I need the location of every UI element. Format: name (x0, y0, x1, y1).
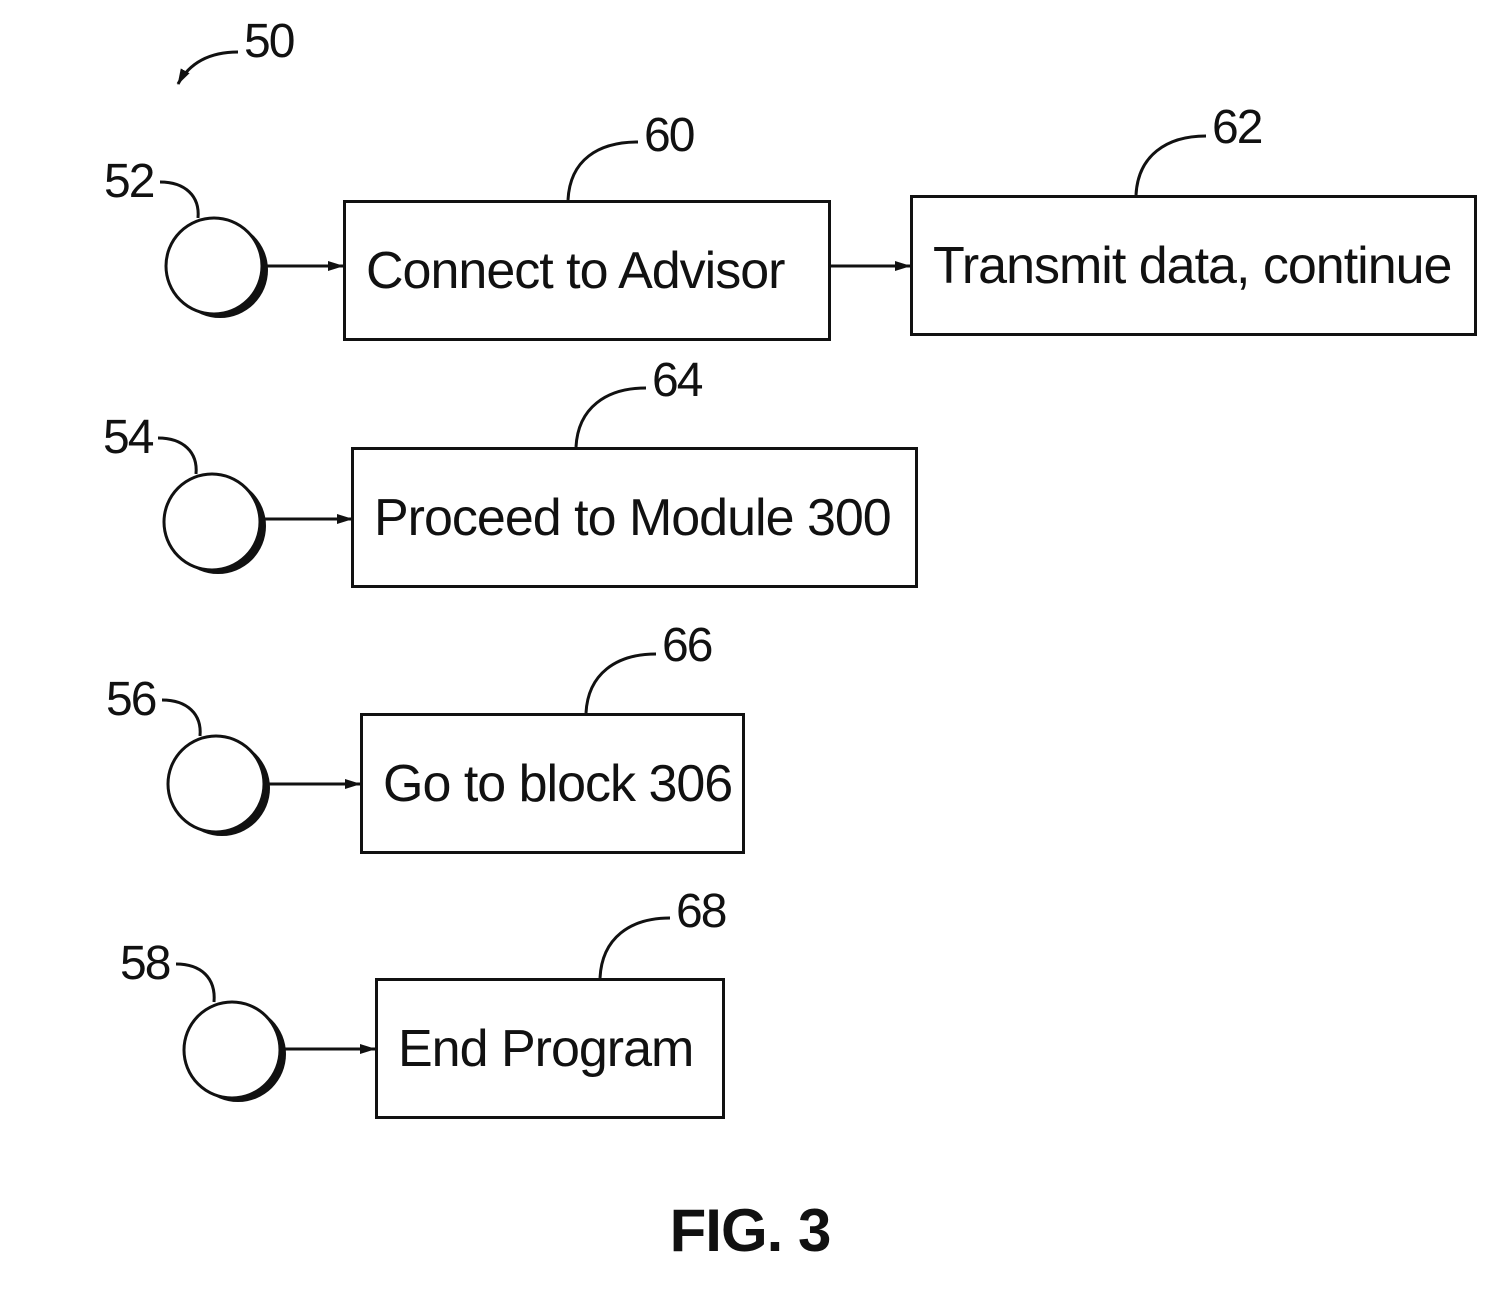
leader-58 (175, 962, 216, 1003)
leader-52 (159, 180, 200, 219)
block-transmit-data: Transmit data, continue (910, 195, 1477, 336)
connector-ref-label: 56 (106, 673, 157, 726)
block-label: End Program (398, 1019, 694, 1078)
figure-caption: FIG. 3 (669, 1197, 832, 1264)
block-proceed-to-module: Proceed to Module 300 (351, 447, 918, 588)
figure-ref-label: 50 (244, 15, 295, 68)
figure-ref-leader (176, 50, 239, 85)
leader-64 (574, 386, 647, 448)
block-label: Go to block 306 (383, 754, 733, 813)
block-connect-to-advisor: Connect to Advisor (343, 200, 831, 341)
connector-54 (162, 472, 266, 574)
connector-52 (164, 216, 268, 318)
block-label: Proceed to Module 300 (374, 488, 892, 547)
block-ref-label: 62 (1212, 101, 1263, 154)
block-label: Connect to Advisor (366, 241, 785, 300)
block-label: Transmit data, continue (933, 236, 1452, 295)
connector-ref-label: 54 (103, 411, 154, 464)
leader-62 (1134, 134, 1207, 196)
connector-56 (166, 734, 270, 836)
connector-ref-label: 58 (120, 937, 171, 990)
connector-ref-label: 52 (104, 155, 155, 208)
block-ref-label: 68 (676, 885, 727, 938)
leader-60 (566, 140, 639, 201)
block-ref-label: 66 (662, 619, 713, 672)
block-go-to-block: Go to block 306 (360, 713, 745, 854)
leader-54 (157, 436, 198, 475)
block-ref-label: 60 (644, 109, 695, 162)
connector-58 (182, 1000, 286, 1102)
leader-56 (161, 698, 202, 737)
block-ref-label: 64 (652, 354, 703, 407)
leader-66 (584, 652, 657, 714)
block-end-program: End Program (375, 978, 725, 1119)
leader-68 (598, 916, 671, 979)
